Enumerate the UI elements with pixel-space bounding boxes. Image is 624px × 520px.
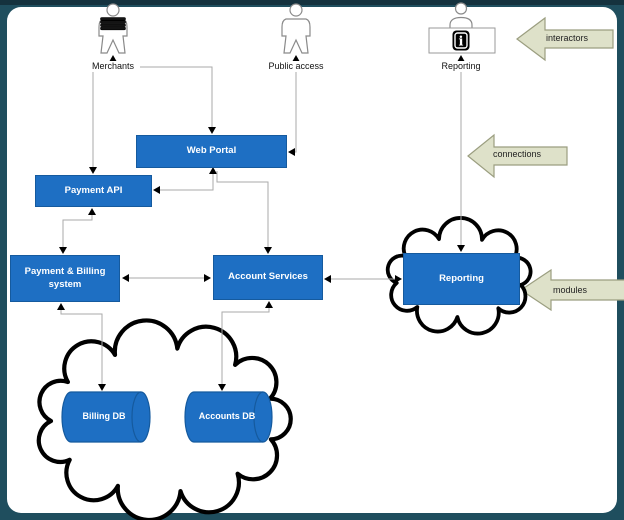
connector-arrowhead	[395, 275, 402, 283]
interactors-label: interactors	[545, 33, 589, 43]
accounts-db-cylinder[interactable]	[184, 391, 273, 443]
connector-arrowhead	[204, 274, 211, 282]
connector-arrowhead	[324, 275, 331, 283]
web-portal-node[interactable]: Web Portal	[136, 135, 287, 168]
accounts-db-label: Accounts DB	[198, 411, 256, 421]
connector-line	[216, 171, 269, 247]
payment-api-label: Payment API	[64, 184, 123, 196]
payment-api-node[interactable]: Payment API	[35, 175, 152, 207]
connector-line	[221, 308, 270, 384]
connector-arrowhead	[98, 384, 106, 391]
connector-arrowhead	[457, 245, 465, 252]
connector-arrowhead	[208, 127, 216, 134]
connector-line	[295, 62, 297, 153]
reporting-actor-icon[interactable]: i	[428, 2, 496, 54]
connector-arrowhead	[59, 247, 67, 254]
connector-arrowhead	[153, 186, 160, 194]
reporting-module-node[interactable]: Reporting	[403, 253, 520, 305]
connector-arrowhead	[109, 55, 117, 62]
connector-arrowhead	[457, 55, 465, 62]
connections-label: connections	[492, 149, 542, 159]
payment-billing-node[interactable]: Payment & Billing system	[10, 255, 120, 302]
connector-arrowhead	[264, 247, 272, 254]
connector-arrowhead	[122, 274, 129, 282]
merchandise-stack-icon	[100, 17, 126, 31]
account-services-node[interactable]: Account Services	[213, 255, 323, 300]
reporting-module-label: Reporting	[439, 272, 484, 284]
connector-arrowhead	[265, 301, 273, 308]
account-services-label: Account Services	[228, 271, 308, 283]
frame-top-edge	[0, 0, 624, 5]
connector-line	[60, 310, 103, 384]
reporting-actor-label: Reporting	[434, 61, 488, 72]
modules-label: modules	[552, 285, 588, 295]
connector-arrowhead	[292, 55, 300, 62]
merchants-actor-icon[interactable]	[98, 3, 128, 54]
connector-arrowhead	[209, 167, 217, 174]
payment-billing-label: Payment & Billing system	[24, 266, 106, 290]
merchants-label: Merchants	[86, 61, 140, 72]
connector-arrowhead	[218, 384, 226, 391]
connector-arrowhead	[88, 208, 96, 215]
connector-arrowhead	[89, 167, 97, 174]
info-icon: i	[452, 30, 470, 51]
connector-line	[62, 215, 93, 247]
public-access-label: Public access	[264, 61, 328, 72]
connector-arrowhead	[288, 148, 295, 156]
connector-arrowhead	[57, 303, 65, 310]
billing-db-cylinder[interactable]	[61, 391, 151, 443]
public-access-actor-icon[interactable]	[281, 3, 311, 54]
connector-lines	[57, 55, 465, 391]
web-portal-label: Web Portal	[186, 145, 237, 157]
interactors-legend-arrow[interactable]	[516, 16, 614, 62]
modules-legend-arrow[interactable]	[519, 268, 624, 312]
connector-line	[160, 174, 214, 191]
svg-text:i: i	[459, 35, 464, 50]
billing-db-label: Billing DB	[82, 411, 126, 421]
connections-legend-arrow[interactable]	[467, 133, 568, 179]
